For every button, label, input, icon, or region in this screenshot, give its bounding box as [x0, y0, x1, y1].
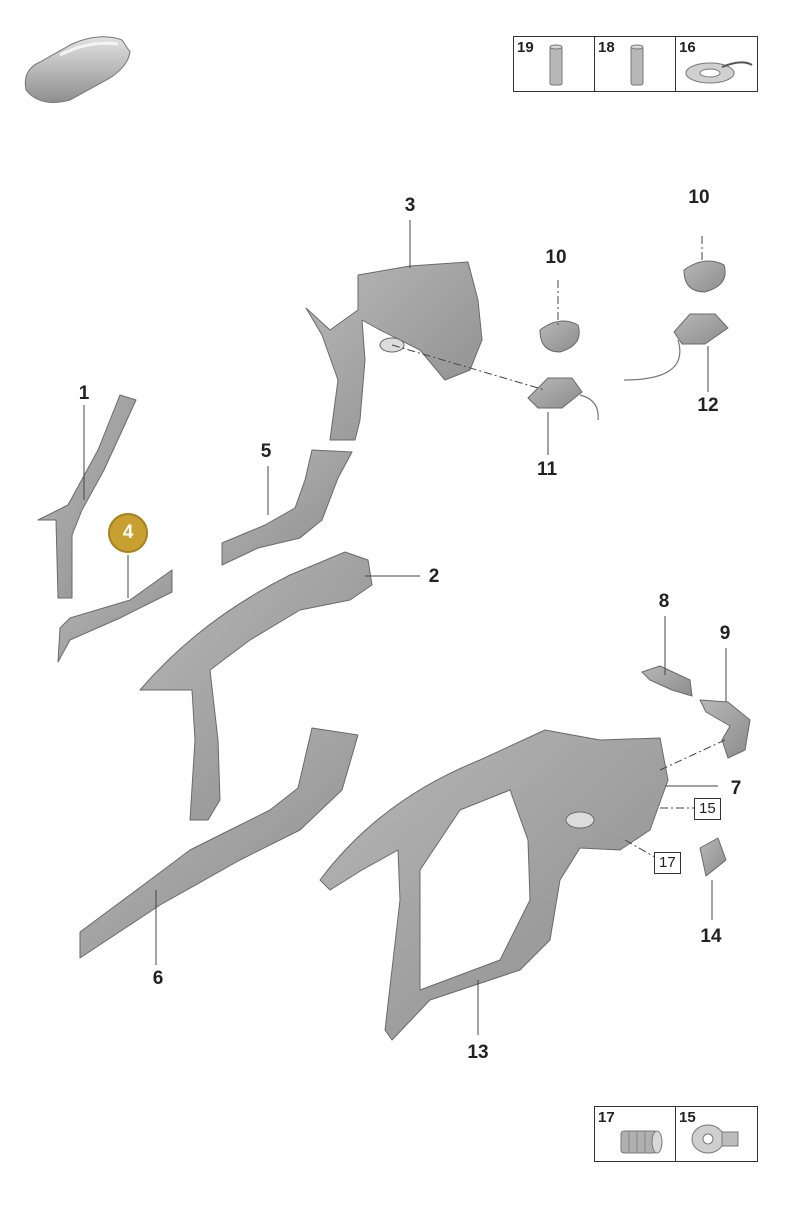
part-9-wheelhouse-liner [699, 699, 751, 759]
part-2-front-side-panel [139, 551, 373, 821]
callout-5[interactable]: 5 [260, 441, 272, 462]
callout-10-left[interactable]: 10 [545, 247, 567, 268]
callout-15-boxed[interactable]: 15 [694, 798, 721, 820]
legend-item-18[interactable]: 18 [595, 37, 676, 91]
part-10-filler-cap [539, 320, 580, 353]
callout-12[interactable]: 12 [697, 395, 719, 416]
legend-item-15[interactable]: 15 [676, 1107, 757, 1161]
part-10-filler-cap [683, 260, 726, 293]
part-13-side-panel [319, 729, 669, 1041]
fastener-legend-bottom: 17 15 [594, 1106, 758, 1162]
legend-number: 18 [598, 39, 615, 56]
pin-icon [630, 44, 644, 86]
alignment-lines [391, 236, 726, 861]
fastener-legend-top: 19 18 16 [513, 36, 758, 92]
pin-icon [549, 44, 563, 86]
rivet-nut-icon [620, 1130, 663, 1154]
legend-item-16[interactable]: 16 [676, 37, 757, 91]
part-14-cover-plate [699, 837, 727, 877]
callout-17-boxed[interactable]: 17 [654, 852, 681, 874]
part-8-wheelhouse-bracket [641, 665, 693, 697]
legend-number: 16 [679, 39, 696, 56]
part-12-flap-housing [673, 313, 729, 345]
legend-item-17[interactable]: 17 [595, 1107, 676, 1161]
legend-number: 19 [517, 39, 534, 56]
callout-8[interactable]: 8 [658, 591, 670, 612]
callout-9[interactable]: 9 [719, 623, 731, 644]
part-3-rear-quarter-upper [305, 261, 483, 441]
callout-14[interactable]: 14 [700, 926, 722, 947]
callout-1[interactable]: 1 [78, 383, 90, 404]
leader-lines [83, 220, 727, 1035]
part-4-sill-reinforcement [57, 569, 173, 663]
callout-7[interactable]: 7 [730, 778, 742, 799]
callout-4-highlighted[interactable]: 4 [108, 513, 148, 553]
part-1-a-pillar [37, 394, 137, 599]
vehicle-thumbnail-icon [24, 36, 131, 103]
flanged-nut-icon [691, 1124, 739, 1154]
callout-10-right[interactable]: 10 [688, 187, 710, 208]
callout-11[interactable]: 11 [536, 459, 558, 480]
legend-number: 15 [679, 1109, 696, 1126]
tape-roll-icon [685, 61, 753, 84]
part-5-rear-pillar-sill [221, 449, 353, 566]
callout-13[interactable]: 13 [467, 1042, 489, 1063]
part-6-side-sill [79, 727, 359, 959]
legend-number: 17 [598, 1109, 615, 1126]
legend-item-19[interactable]: 19 [514, 37, 595, 91]
callout-3[interactable]: 3 [404, 195, 416, 216]
callout-2[interactable]: 2 [428, 566, 440, 587]
part-11-flap-housing [527, 377, 583, 409]
callout-6[interactable]: 6 [152, 968, 164, 989]
